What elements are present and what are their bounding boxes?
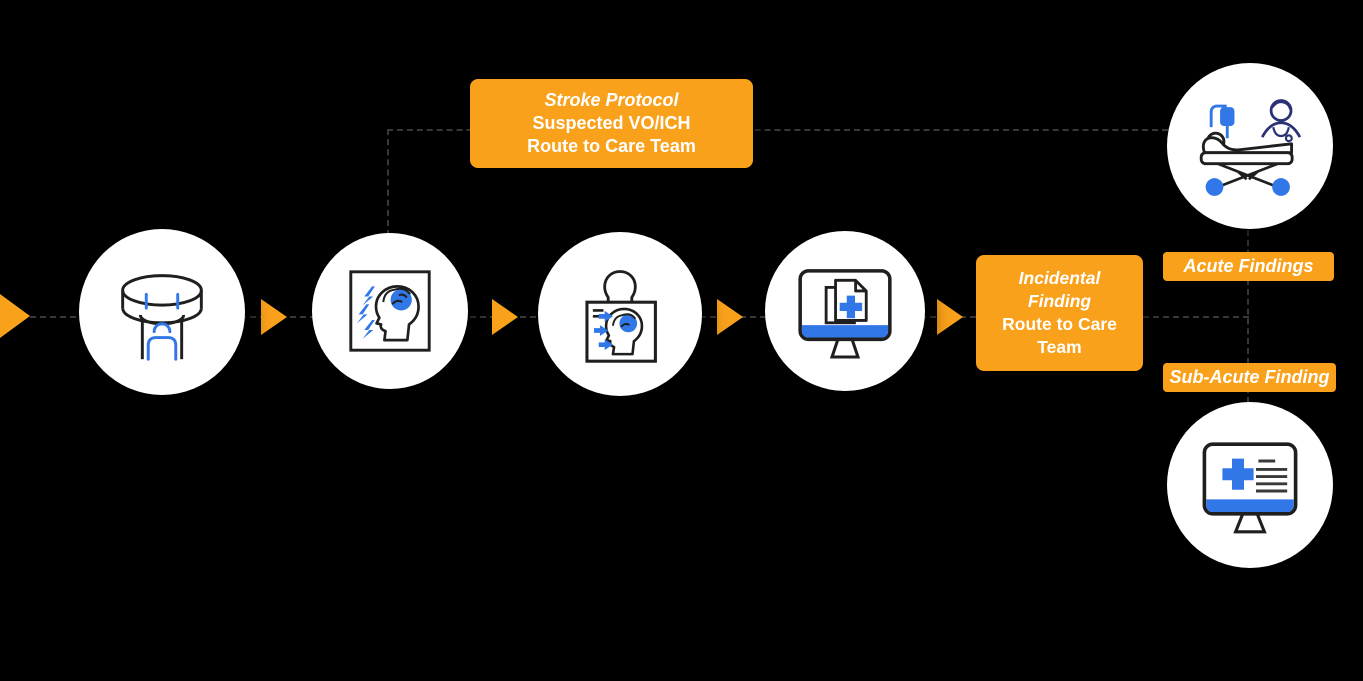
ct-scanner-icon [121, 274, 203, 361]
arrow-scanner-to-ai [261, 299, 287, 335]
medical-cross [1222, 458, 1254, 490]
monitor-documents-icon [798, 269, 892, 359]
node-care-team-bedside [1167, 63, 1333, 229]
wheel [1272, 178, 1290, 196]
subacute-finding-label: Sub-Acute Finding [1163, 363, 1336, 392]
bed-legs [1217, 162, 1279, 189]
lightning-bolt [356, 304, 370, 324]
node-report-monitor [1167, 402, 1333, 568]
subacute-finding-text: Sub-Acute Finding [1169, 367, 1330, 387]
connector-stroke-horizontal [387, 129, 1168, 131]
patient-scan-icon [585, 270, 657, 363]
iv-line [1209, 104, 1227, 128]
iv-bag [1220, 107, 1235, 127]
stroke-protocol-line2: Suspected VO/ICH [532, 113, 691, 133]
node-worklist-monitor [765, 231, 925, 391]
brain-highlight [390, 289, 412, 311]
stroke-protocol-box: Stroke Protocol Suspected VO/ICH Route t… [470, 79, 753, 168]
monitor-bar [1206, 499, 1294, 512]
scan-arrow [598, 310, 613, 322]
incidental-finding-title: Incidental Finding [1018, 268, 1101, 311]
node-ai-stroke-detection [312, 233, 468, 389]
scan-arrow [594, 325, 609, 336]
monitor-bar [801, 325, 889, 338]
bed-platform [1199, 151, 1294, 166]
report-lines [1256, 459, 1288, 493]
incidental-finding-line2: Route to Care Team [1002, 314, 1117, 357]
flow-start-arrow [0, 294, 30, 338]
connector-findings-vertical [1247, 230, 1249, 403]
scan-arrow [598, 339, 613, 351]
bed-backrest [1201, 136, 1294, 155]
stethoscope [1272, 126, 1290, 138]
brain-highlight [619, 314, 638, 333]
arrow-worklist-to-incidental [937, 299, 963, 335]
arrow-review-to-worklist [717, 299, 743, 335]
stretcher-doctor-icon [1199, 99, 1302, 196]
doctor-shoulders [1260, 121, 1302, 138]
lightning-bolt [362, 286, 375, 306]
brain-alert-icon [349, 270, 431, 352]
incidental-finding-box: Incidental Finding Route to Care Team [976, 255, 1143, 371]
acute-findings-label: Acute Findings [1163, 252, 1334, 281]
wheel [1205, 178, 1224, 196]
connector-incidental-to-findings [1143, 316, 1249, 318]
acute-findings-text: Acute Findings [1183, 256, 1314, 276]
monitor-report-icon [1202, 442, 1298, 534]
connector-main-row [0, 316, 976, 318]
stroke-protocol-title: Stroke Protocol [544, 90, 679, 110]
lightning-bolt [362, 319, 375, 339]
connector-stroke-vertical [387, 129, 389, 317]
stroke-protocol-line3: Route to Care Team [527, 136, 696, 156]
medical-cross [839, 295, 863, 319]
node-scan-review [538, 232, 702, 396]
arrow-ai-to-review [492, 299, 518, 335]
node-ct-scanner [79, 229, 245, 395]
